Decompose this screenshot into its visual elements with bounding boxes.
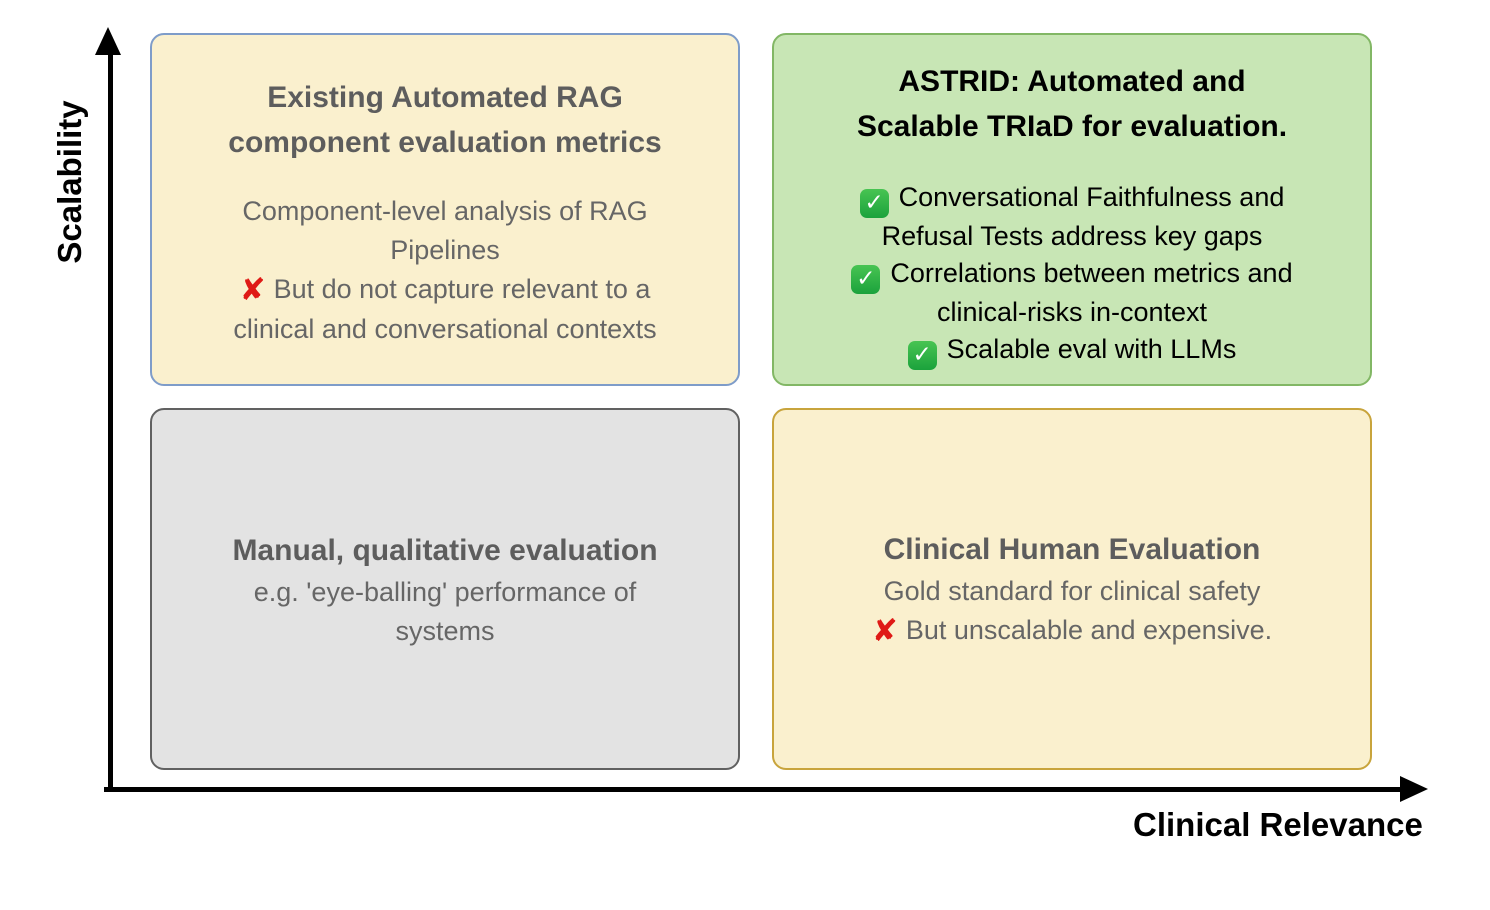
body-text: Conversational Faithfulness and (898, 182, 1285, 212)
body-line: clinical and conversational contexts (233, 314, 657, 344)
body-line: Refusal Tests address key gaps (881, 221, 1263, 251)
body-text: But do not capture relevant to a (273, 274, 651, 304)
x-axis-line (104, 787, 1404, 792)
quadrant-manual-evaluation: Manual, qualitative evaluation e.g. 'eye… (150, 408, 740, 770)
quadrant-body: Gold standard for clinical safety ✘But u… (774, 572, 1370, 651)
body-line: ✓ Scalable eval with LLMs (774, 331, 1370, 370)
quadrant-existing-rag-metrics: Existing Automated RAG component evaluat… (150, 33, 740, 386)
y-axis-line (108, 48, 113, 790)
body-line: e.g. 'eye-balling' performance of (253, 576, 637, 607)
quadrant-body: e.g. 'eye-balling' performance of system… (152, 573, 738, 651)
x-axis-label: Clinical Relevance (1133, 806, 1423, 843)
body-line: ✘But do not capture relevant to a (152, 270, 738, 310)
check-mark-icon: ✓ (859, 189, 889, 218)
body-line: ✓ Correlations between metrics and (774, 255, 1370, 294)
body-line: Gold standard for clinical safety (883, 576, 1261, 606)
quadrant-body: Component-level analysis of RAG Pipeline… (152, 192, 738, 349)
check-mark-icon: ✓ (907, 341, 937, 370)
body-line: ✓ Conversational Faithfulness and (774, 179, 1370, 218)
cross-mark-icon: ✘ (239, 272, 266, 308)
quadrant-body: ✓ Conversational Faithfulness and Refusal… (774, 179, 1370, 370)
title-line: Clinical Human Evaluation (883, 533, 1261, 566)
check-mark-icon: ✓ (851, 265, 881, 294)
body-line: ✘But unscalable and expensive. (774, 611, 1370, 651)
quadrant-title: Existing Automated RAG component evaluat… (152, 75, 738, 165)
cross-mark-icon: ✘ (871, 613, 898, 649)
body-text: Scalable eval with LLMs (946, 334, 1237, 364)
body-text: But unscalable and expensive. (905, 615, 1273, 645)
y-axis-arrowhead-icon (95, 27, 121, 55)
body-line: Pipelines (390, 235, 500, 265)
body-line: clinical-risks in-context (936, 297, 1208, 327)
quadrant-clinical-human-evaluation: Clinical Human Evaluation Gold standard … (772, 408, 1372, 770)
y-axis-label: Scalability (51, 100, 88, 264)
title-line: ASTRID: Automated and (898, 65, 1246, 98)
title-line: Scalable TRIaD for evaluation. (856, 110, 1288, 143)
body-text: Correlations between metrics and (890, 258, 1293, 288)
body-line: systems (395, 615, 495, 646)
quadrant-astrid: ASTRID: Automated and Scalable TRIaD for… (772, 33, 1372, 386)
title-line: component evaluation metrics (228, 126, 662, 159)
quadrant-title: Clinical Human Evaluation (774, 527, 1370, 572)
x-axis-arrowhead-icon (1400, 776, 1428, 802)
title-line: Existing Automated RAG (267, 81, 623, 114)
title-line: Manual, qualitative evaluation (232, 533, 658, 567)
body-line: Component-level analysis of RAG (242, 196, 648, 226)
quadrant-title: ASTRID: Automated and Scalable TRIaD for… (774, 59, 1370, 149)
quadrant-title: Manual, qualitative evaluation (152, 528, 738, 573)
